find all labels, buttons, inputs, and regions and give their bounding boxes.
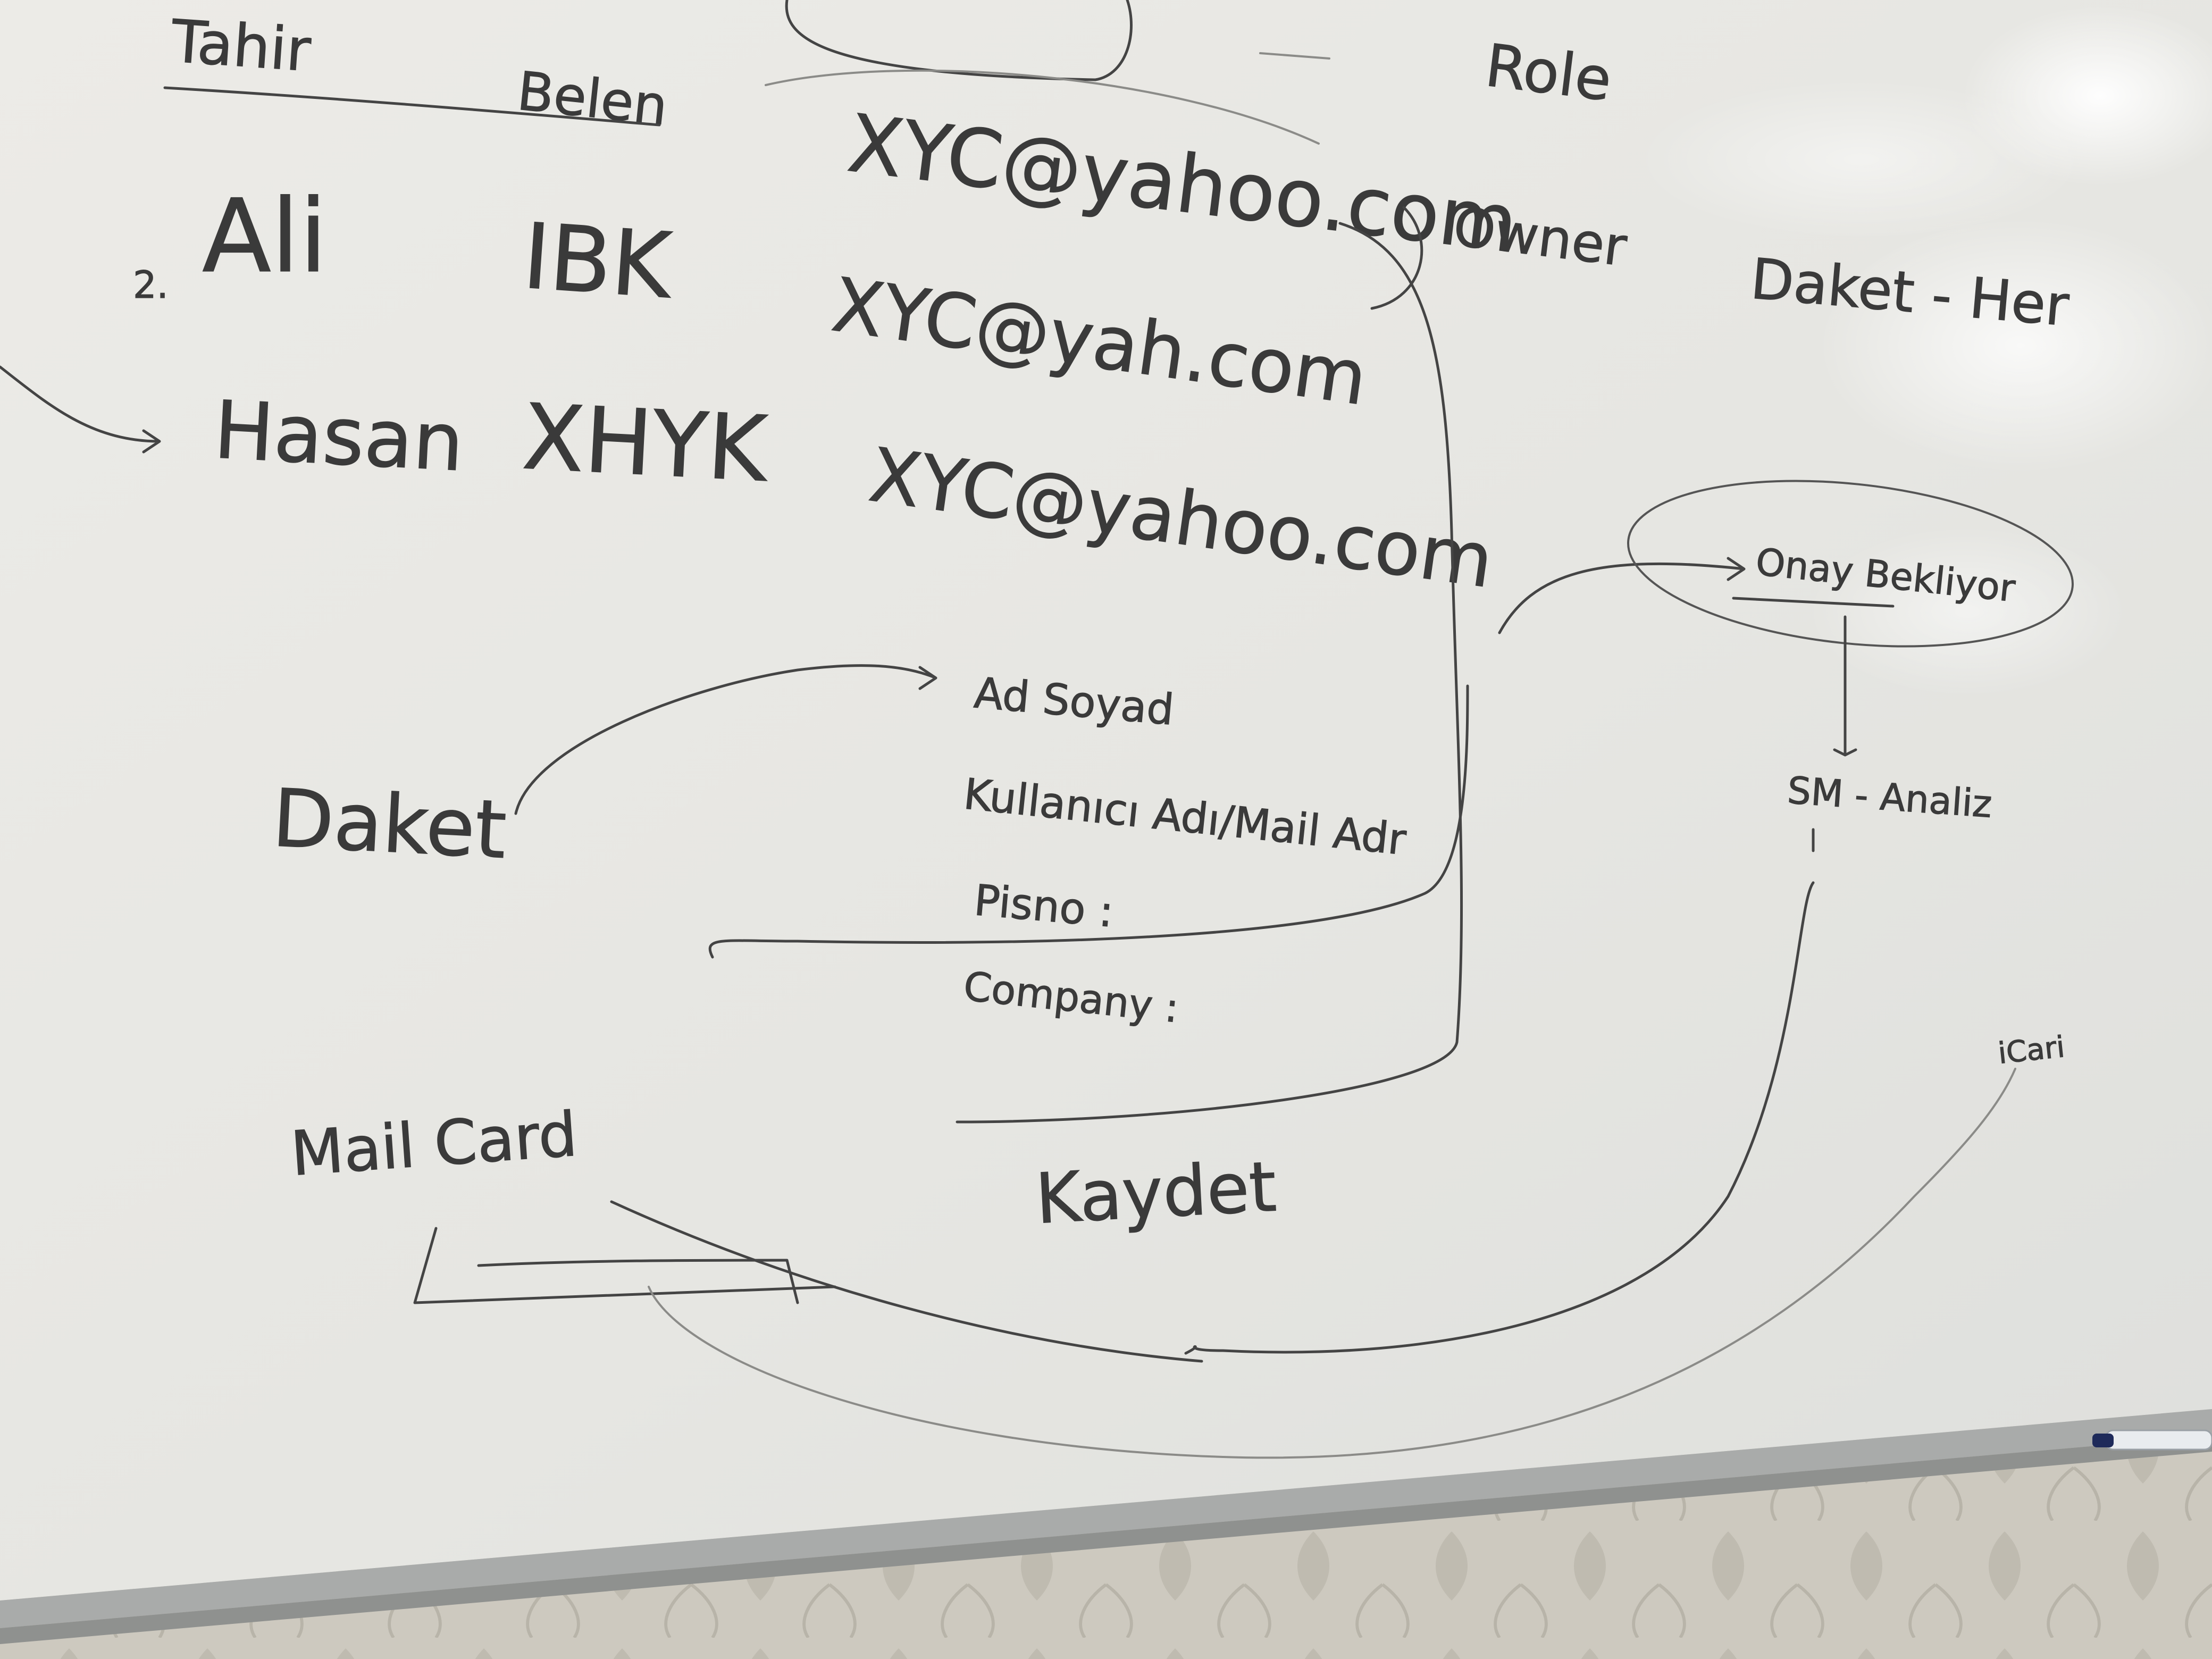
marker-tray: [0, 1436, 2212, 1644]
row2-code: XHYK: [520, 384, 772, 502]
whiteboard-surface: [0, 0, 2212, 1601]
marker-pen: [2092, 1429, 2212, 1451]
save-label: Kaydet: [1034, 1146, 1278, 1239]
header-name-1: Tahir: [169, 7, 313, 85]
row1-name: Ali: [202, 178, 328, 295]
form-field-3: Pisno :: [972, 875, 1116, 937]
ink-strokes: [0, 0, 2074, 1459]
small-note: iCari: [1997, 1029, 2066, 1070]
window-glare: [1638, 5, 2212, 697]
row1-marker: 2.: [133, 263, 169, 307]
flow-label: SM - Analiz: [1786, 768, 1993, 826]
header-role: Role: [1482, 31, 1615, 114]
row1-code: IBK: [520, 204, 677, 319]
package-label: Daket: [270, 772, 509, 877]
row2-name: Hasan: [212, 384, 466, 489]
whiteboard-frame: [0, 1409, 2212, 1628]
